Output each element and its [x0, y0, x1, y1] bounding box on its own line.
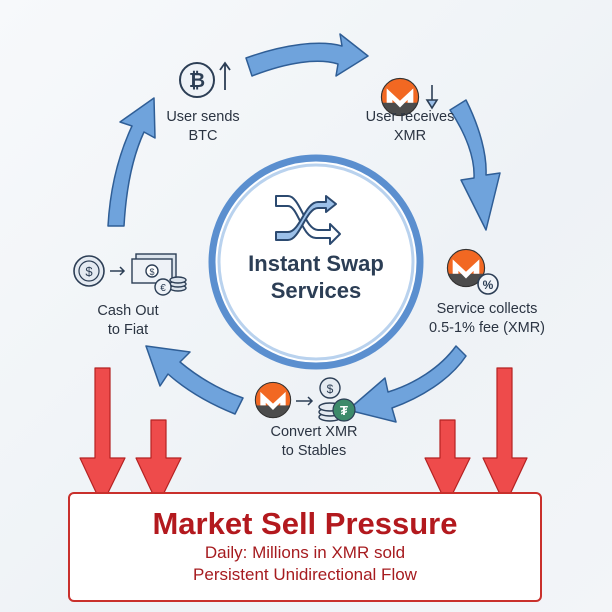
- monero-icon: [254, 382, 292, 420]
- arrow-receive-to-fee: [449, 99, 501, 231]
- step-convert-label: Convert XMR to Stables: [270, 423, 357, 461]
- step-cashout-label: Cash Out to Fiat: [97, 302, 158, 340]
- arrow-cashout-to-send: [107, 97, 156, 227]
- tether-icon: ₮: [332, 398, 356, 422]
- arrow-down-icon: [425, 85, 439, 110]
- arrow-send-to-receive: [245, 33, 369, 77]
- svg-text:₿: ₿: [189, 70, 205, 92]
- result-line2: Persistent Unidirectional Flow: [193, 565, 417, 584]
- arrow-right-icon: [296, 396, 314, 406]
- step-receive-label: User receives XMR: [366, 108, 455, 146]
- arrow-up-icon: [219, 61, 231, 90]
- center-title-line2: Services: [270, 278, 362, 303]
- bitcoin-icon: ₿: [179, 62, 215, 98]
- center-ring: [208, 154, 424, 370]
- arrow-fee-to-convert: [347, 345, 467, 423]
- step-cashout-line1: Cash Out: [97, 303, 159, 319]
- step-send-line2: BTC: [188, 128, 218, 144]
- result-title: Market Sell Pressure: [152, 506, 458, 541]
- step-fee-label: Service collects 0.5-1% fee (XMR): [429, 300, 545, 338]
- cycle-arrows: [107, 33, 501, 423]
- svg-text:€: €: [160, 283, 166, 294]
- market-sell-pressure-box: Market Sell Pressure Daily: Millions in …: [68, 492, 542, 602]
- sell-arrow: [79, 367, 126, 506]
- arrow-convert-to-cashout: [145, 345, 244, 415]
- arrow-right-icon: [110, 266, 126, 276]
- step-receive-line1: User receives: [365, 109, 455, 125]
- step-receive-line2: XMR: [393, 128, 427, 144]
- step-fee-line2: 0.5-1% fee (XMR): [428, 320, 546, 336]
- sell-arrow: [135, 419, 182, 506]
- step-cashout-line2: to Fiat: [107, 322, 149, 338]
- sell-arrow: [482, 367, 528, 506]
- step-convert-line1: Convert XMR: [270, 424, 358, 440]
- sell-arrow: [424, 419, 471, 506]
- percent-icon: %: [477, 273, 499, 295]
- banknotes-icon: $: [131, 253, 187, 292]
- center-title-line1: Instant Swap: [248, 251, 384, 276]
- svg-text:₮: ₮: [340, 403, 348, 418]
- center-title: Instant Swap Services: [248, 250, 384, 304]
- step-convert-line2: to Stables: [281, 443, 347, 459]
- result-line1: Daily: Millions in XMR sold: [204, 543, 406, 562]
- step-fee-line1: Service collects: [436, 301, 538, 317]
- shuffle-icon: [275, 195, 341, 245]
- euro-coin-icon: €: [154, 278, 172, 296]
- step-send-line1: User sends: [166, 109, 240, 125]
- svg-text:%: %: [483, 278, 494, 292]
- step-send-label: User sends BTC: [166, 108, 239, 146]
- svg-text:$: $: [149, 267, 154, 277]
- coins-icon: $: [318, 377, 342, 422]
- sell-pressure-arrows: [79, 367, 528, 506]
- svg-text:$: $: [327, 382, 334, 396]
- svg-text:$: $: [85, 264, 93, 279]
- dollar-coin-icon: $: [73, 255, 105, 287]
